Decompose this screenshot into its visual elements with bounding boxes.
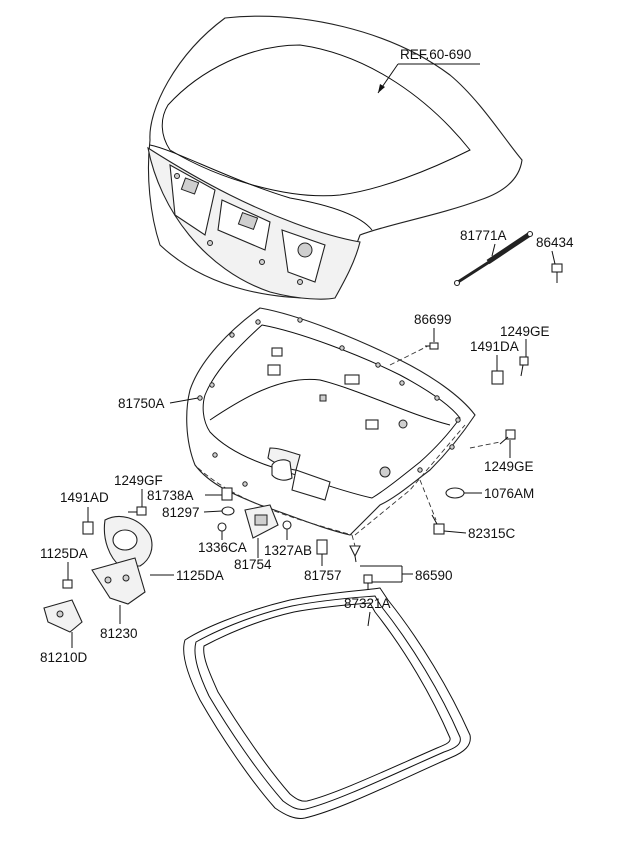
label-82315c: 82315C — [468, 526, 516, 541]
label-87321a: 87321A — [344, 596, 391, 611]
label-81297: 81297 — [162, 505, 200, 520]
screw-86590-icon — [349, 545, 373, 590]
bumper-stopper-icon — [425, 342, 439, 350]
striker-81754-icon — [244, 504, 279, 539]
lock-81210d-icon — [43, 599, 83, 633]
label-86590: 86590 — [415, 568, 453, 583]
label-1249gf: 1249GF — [114, 473, 163, 488]
nut-82315c-icon — [431, 514, 445, 535]
trunk-lid-inner-panel — [186, 307, 476, 536]
bolt-1125da-icon — [62, 579, 73, 589]
trunk-lid-outer-panel — [147, 15, 523, 300]
label-1125da-left: 1125DA — [40, 546, 88, 561]
label-1491ad: 1491AD — [60, 490, 109, 505]
latch-assembly-81230-icon — [91, 516, 153, 605]
label-81754: 81754 — [234, 557, 272, 572]
clip-1249gf-icon — [128, 506, 147, 516]
clip-1249ge-lower-icon — [499, 429, 516, 445]
label-81230: 81230 — [100, 626, 138, 641]
label-81750a: 81750A — [118, 396, 165, 411]
label-1076am: 1076AM — [484, 486, 534, 501]
label-1491da: 1491DA — [470, 339, 519, 354]
label-81757: 81757 — [304, 568, 342, 583]
label-81738a: 81738A — [147, 488, 194, 503]
trunk-lid-stay — [453, 230, 534, 287]
clip-1249ge-upper-icon — [519, 356, 529, 377]
ref-label: REF.60-690 — [400, 47, 471, 62]
seal-81297-icon — [221, 506, 235, 516]
label-86434: 86434 — [536, 235, 574, 250]
fastener-1491da-icon — [491, 370, 504, 385]
label-86699: 86699 — [414, 312, 452, 327]
grommet-81738a-icon — [221, 487, 233, 501]
label-1249ge-lower: 1249GE — [484, 459, 534, 474]
fastener-1491ad-icon — [82, 521, 94, 535]
label-1249ge-upper: 1249GE — [500, 324, 550, 339]
ref-callout: REF.60-690 — [377, 47, 480, 94]
label-1125da-right: 1125DA — [176, 568, 224, 583]
stay-bolt-icon — [551, 263, 563, 283]
plug-1076am-icon — [445, 487, 465, 499]
retainer-1336ca-icon — [217, 522, 227, 532]
label-1336ca: 1336CA — [198, 540, 247, 555]
actuator-81757-icon — [316, 539, 328, 555]
weatherstrip-87321a — [183, 587, 471, 819]
label-1327ab: 1327AB — [264, 543, 312, 558]
label-81771a: 81771A — [460, 228, 507, 243]
cable-clip-1327ab-icon — [282, 520, 292, 530]
label-81210d: 81210D — [40, 650, 88, 665]
